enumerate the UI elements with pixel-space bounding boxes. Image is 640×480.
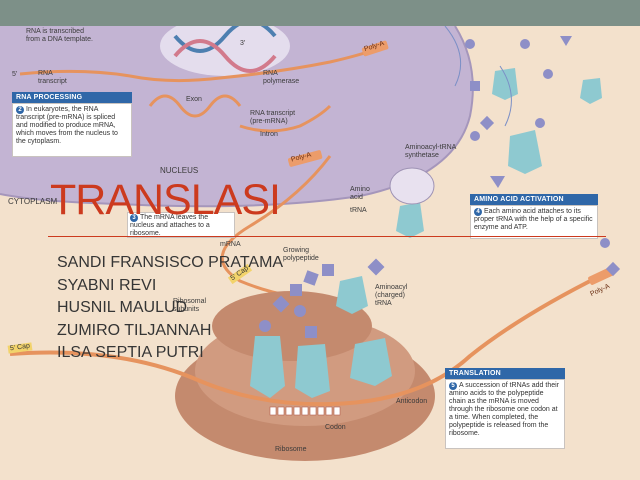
rna-processing-heading: RNA PROCESSING (12, 92, 132, 103)
label-growing-polypeptide: Growing polypeptide (283, 247, 319, 262)
label-five-prime: 5' (12, 71, 18, 78)
translation-desc: A succession of tRNAs add their amino ac… (449, 382, 559, 437)
label-trna: tRNA (350, 207, 367, 214)
label-transcribed: RNA is transcribed from a DNA template. (26, 28, 93, 43)
label-amino-acid: Amino acid (350, 186, 370, 201)
label-nucleus: NUCLEUS (160, 166, 199, 175)
rna-polymerase-shape (160, 26, 290, 76)
label-mrna: mRNA (220, 241, 241, 248)
label-rna-transcript-pre: RNA transcript (pre-mRNA) (250, 110, 296, 125)
rna-processing-box (12, 103, 132, 157)
label-cytoplasm: CYTOPLASM (8, 197, 58, 206)
label-exon: Exon (186, 96, 202, 103)
author-name: HUSNIL MAULUD (57, 299, 188, 316)
step-4-icon: 4 (474, 208, 482, 216)
translation-heading: TRANSLATION (445, 368, 565, 379)
trna-shape-1 (250, 336, 285, 398)
step-3-icon: 3 (130, 214, 138, 222)
label-synthetase: Aminoacyl-tRNA synthetase (405, 144, 457, 159)
amino-acid-activation-desc: Each amino acid attaches to its proper t… (474, 208, 593, 231)
author-list: SANDI FRANSISCO PRATAMA SYABNI REVI HUSN… (57, 252, 283, 365)
rna-processing-desc: In eukaryotes, the RNA transcript (pre-m… (16, 106, 118, 145)
label-intron: Intron (260, 131, 278, 138)
author-name: ILSA SEPTIA PUTRI (57, 344, 204, 361)
trna-shape-2 (295, 344, 330, 398)
step-5-icon: 5 (449, 382, 457, 390)
slide-title: TRANSLASI (50, 176, 281, 224)
trna-shape-3 (350, 338, 392, 386)
trna-shape-4 (336, 276, 368, 314)
label-rna-transcript: RNA transcript (38, 70, 67, 85)
label-codon: Codon (325, 424, 346, 431)
top-bar (0, 0, 640, 26)
mrna-leaves-desc: The mRNA leaves the nucleus and attaches… (130, 214, 210, 237)
amino-acid-activation-heading: AMINO ACID ACTIVATION (470, 194, 598, 205)
author-name: ZUMIRO TILJANNAH (57, 321, 212, 339)
label-anticodon: Anticodon (396, 398, 428, 405)
translation-box (445, 379, 565, 449)
diagram-art (0, 26, 640, 480)
step-2-icon: 2 (16, 106, 24, 114)
amino-acid-activation-box (470, 205, 598, 239)
label-ribosomal-subunits: Ribosomal subunits (173, 298, 207, 313)
author-name: SYABNI REVI (57, 276, 157, 294)
nucleus-region (0, 26, 473, 207)
title-divider (48, 236, 606, 237)
author-name: SANDI FRANSISCO PRATAMA (57, 254, 284, 271)
label-aminoacyl-trna: Aminoacyl (charged) tRNA (375, 284, 408, 307)
label-three-prime: 3' (240, 40, 246, 47)
mrna-leaves-box (127, 212, 235, 238)
label-ribosome: Ribosome (275, 446, 307, 453)
label-rna-polymerase: RNA polymerase (263, 70, 300, 85)
trna-shape-5 (396, 202, 424, 238)
biology-diagram: RNA is transcribed from a DNA template. … (0, 26, 640, 480)
